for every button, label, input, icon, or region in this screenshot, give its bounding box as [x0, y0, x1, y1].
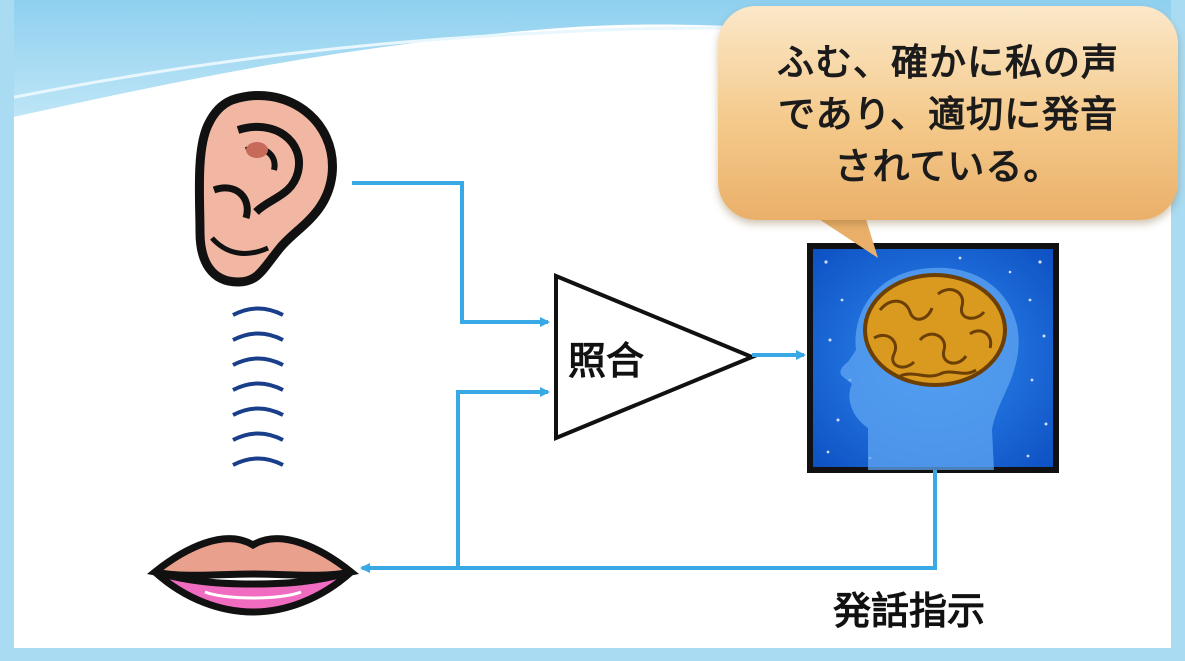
- lips-icon: [146, 535, 360, 616]
- speech-bubble-line: ふむ、確かに私の声: [777, 40, 1119, 84]
- speech-bubble-line: されている。: [834, 144, 1062, 188]
- comparator-triangle: [554, 273, 758, 441]
- speech-command-label: 発話指示: [833, 588, 986, 633]
- brain-head-icon: [807, 243, 1059, 473]
- ear-icon: [194, 91, 337, 287]
- comparator-label: 照合: [568, 338, 645, 383]
- brain-to-lips-arrow: [360, 470, 937, 573]
- connector-arrows: [352, 181, 937, 573]
- speech-bubble: ふむ、確かに私の声 であり、適切に発音 されている。: [718, 6, 1178, 220]
- speech-bubble-line: であり、適切に発音: [777, 92, 1119, 136]
- ear-to-comparator-arrow: [352, 181, 550, 327]
- sound-waves-icon: [232, 306, 284, 467]
- speech-bubble-text: ふむ、確かに私の声 であり、適切に発音 されている。: [718, 36, 1178, 192]
- command-to-comparator-arrow: [456, 387, 550, 568]
